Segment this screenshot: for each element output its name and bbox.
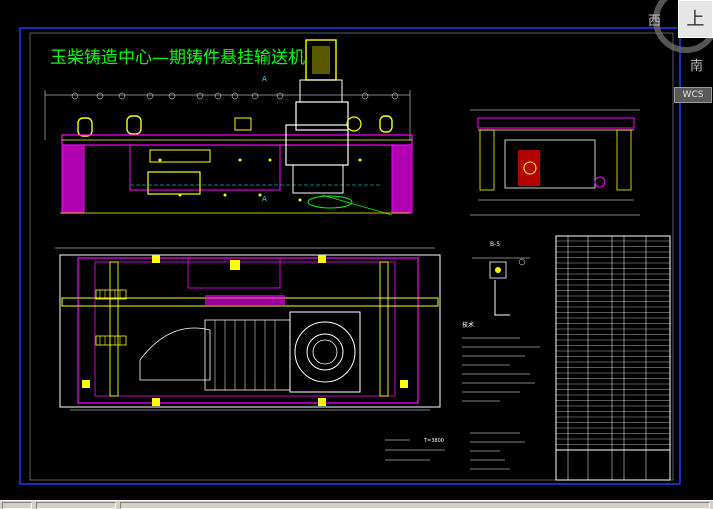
status-segment [120,502,710,509]
detail-b5: B-5 [472,241,530,316]
drawing-frame [19,27,681,485]
label-1: T=3800 [423,438,444,444]
detail-label: B-5 [490,241,500,248]
parts-list-table [555,235,671,481]
technical-notes: 技术 T=3800 [385,321,540,470]
viewcube-south-label[interactable]: 南 [690,59,704,74]
side-elevation-view [470,109,640,216]
viewcube-icon[interactable] [653,0,713,53]
section-mark-bottom: A [262,195,267,203]
section-mark-top: A [262,75,267,83]
status-segment [2,502,32,509]
notes-heading: 技术 [462,321,474,329]
viewcube-west-label[interactable]: 西 [648,14,662,29]
status-segment [36,502,116,509]
status-bar [0,500,713,509]
drawing-title: 玉柴铸造中心—期铸件悬挂输送机 [50,48,305,68]
plan-view [55,247,441,411]
front-elevation-view: A A [44,39,413,216]
viewcube-top-face[interactable]: 上 [678,0,713,38]
wcs-icon[interactable]: WCS [674,87,712,103]
drawing-inner-frame [29,32,674,481]
